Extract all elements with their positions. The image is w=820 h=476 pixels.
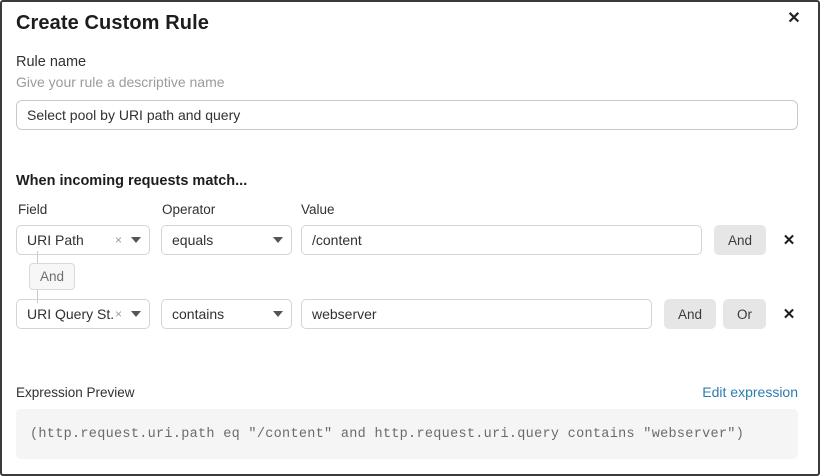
value-input[interactable] (301, 299, 652, 329)
chevron-down-icon (273, 237, 283, 243)
value-input[interactable] (301, 225, 702, 255)
field-select[interactable]: URI Path × (16, 225, 150, 255)
remove-row-icon[interactable]: ✕ (780, 231, 798, 249)
clear-selection-icon[interactable]: × (114, 233, 122, 247)
dialog-title: Create Custom Rule (16, 12, 209, 34)
columns-header: Field Operator Value (16, 202, 798, 217)
field-select-value: URI Query St... (27, 306, 115, 322)
field-column-label: Field (18, 202, 48, 217)
rule-name-helper: Give your rule a descriptive name (16, 74, 225, 90)
operator-select-value: contains (172, 306, 225, 322)
operator-select[interactable]: contains (161, 299, 292, 329)
expression-preview-label: Expression Preview (16, 385, 135, 400)
chevron-down-icon (131, 237, 141, 243)
rule-name-label: Rule name (16, 54, 87, 70)
row-connector: And (16, 251, 798, 303)
operator-select[interactable]: equals (161, 225, 292, 255)
rule-condition-row: URI Query St... × contains And Or ✕ (16, 299, 798, 329)
or-button[interactable]: Or (723, 299, 766, 329)
expression-code: (http.request.uri.path eq "/content" and… (30, 426, 745, 442)
match-heading: When incoming requests match... (16, 173, 248, 189)
operator-column-label: Operator (162, 202, 216, 217)
edit-expression-link[interactable]: Edit expression (702, 384, 798, 400)
chevron-down-icon (131, 311, 141, 317)
expression-header: Expression Preview Edit expression (16, 384, 798, 400)
expression-code-block: (http.request.uri.path eq "/content" and… (16, 409, 798, 459)
field-select[interactable]: URI Query St... × (16, 299, 150, 329)
rule-condition-row: URI Path × equals And ✕ (16, 225, 798, 255)
field-select-value: URI Path (27, 232, 84, 248)
connector-and-button[interactable]: And (29, 263, 76, 290)
close-icon[interactable]: ✕ (784, 9, 804, 29)
operator-select-value: equals (172, 232, 214, 248)
and-button[interactable]: And (663, 299, 716, 329)
and-button[interactable]: And (713, 225, 766, 255)
remove-row-icon[interactable]: ✕ (780, 305, 798, 323)
rule-name-input[interactable] (16, 100, 798, 130)
chevron-down-icon (273, 311, 283, 317)
value-column-label: Value (301, 202, 335, 217)
clear-selection-icon[interactable]: × (114, 307, 122, 321)
